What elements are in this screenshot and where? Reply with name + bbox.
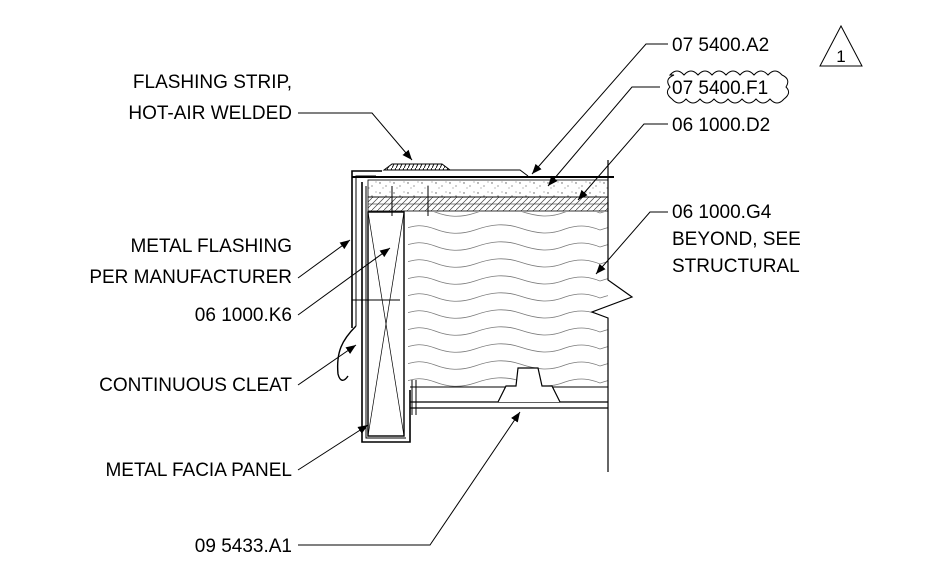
- label-metal-flashing-2: PER MANUFACTURER: [89, 267, 292, 288]
- label-continuous-cleat: CONTINUOUS CLEAT: [99, 375, 292, 396]
- joist-framing: [408, 212, 608, 387]
- leader-lines: [297, 43, 668, 546]
- cover-board: [367, 179, 609, 198]
- label-wood-blocking: 06 1000.K6: [195, 305, 292, 326]
- roof-assembly: [352, 160, 634, 472]
- revision-cloud: [666, 70, 790, 104]
- label-metal-flashing-1: METAL FLASHING: [130, 236, 292, 257]
- label-joist-1: 06 1000.G4: [672, 202, 772, 223]
- label-joist-3: STRUCTURAL: [672, 256, 800, 277]
- right-labels: 07 5400.A2 07 5400.F1 06 1000.D2 06 1000…: [672, 35, 801, 277]
- wood-blocking: [352, 186, 429, 437]
- label-joist-2: BEYOND, SEE: [672, 229, 801, 250]
- label-sheathing: 06 1000.D2: [672, 115, 770, 136]
- left-labels: FLASHING STRIP, HOT-AIR WELDED METAL FLA…: [89, 72, 292, 557]
- ceiling-assembly: [410, 367, 608, 415]
- flashing-strip: [382, 163, 529, 177]
- revision-delta: 1: [819, 24, 863, 67]
- label-ceiling-ref: 09 5433.A1: [195, 536, 292, 557]
- label-roof-membrane: 07 5400.A2: [672, 35, 769, 56]
- label-flashing-strip-2: HOT-AIR WELDED: [128, 103, 292, 124]
- label-cover-board: 07 5400.F1: [672, 78, 768, 99]
- revision-number: 1: [836, 47, 845, 66]
- break-line: [590, 212, 634, 387]
- label-flashing-strip-1: FLASHING STRIP,: [133, 72, 292, 93]
- label-metal-facia-panel: METAL FACIA PANEL: [105, 460, 292, 481]
